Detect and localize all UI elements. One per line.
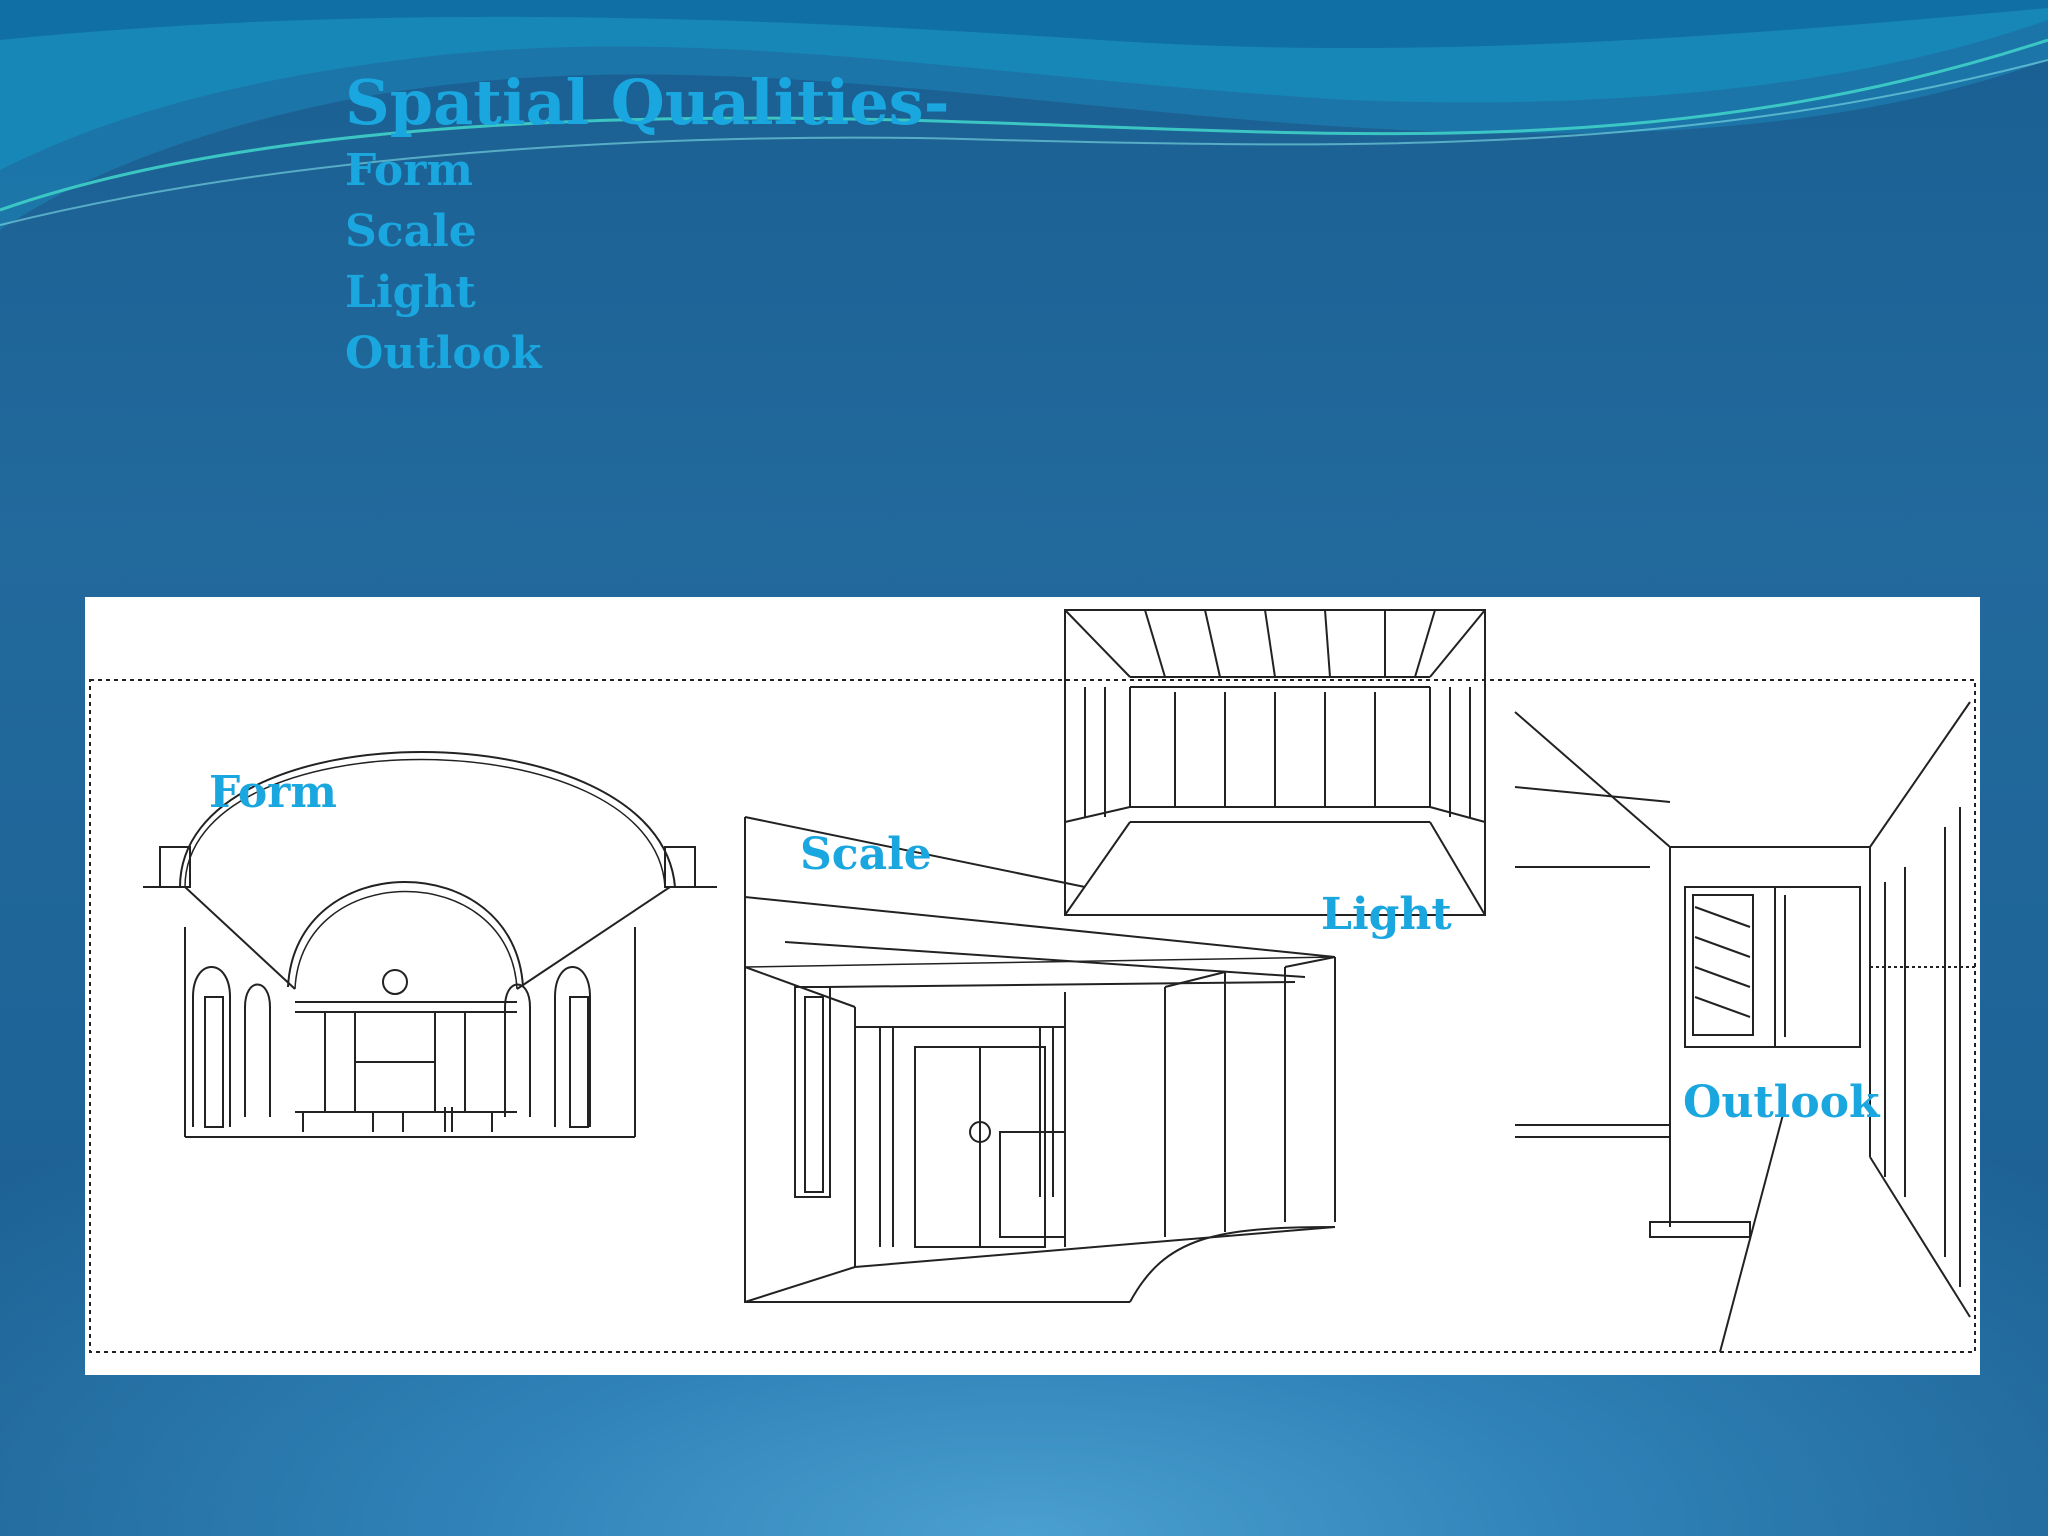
header-wave-decoration xyxy=(0,0,2048,230)
bullet-item-form: Form xyxy=(345,145,473,196)
bullet-item-scale: Scale xyxy=(345,206,477,257)
bullet-item-light: Light xyxy=(345,267,476,318)
slide-title: Spatial Qualities- xyxy=(345,66,950,139)
bullet-item-outlook: Outlook xyxy=(345,328,542,379)
sketch-panel: Form Scale Light Outlook xyxy=(85,597,1980,1375)
outlook-sketch xyxy=(1514,701,1975,1353)
scale-sketch xyxy=(744,816,1336,1303)
title-block: Spatial Qualities- Form Scale Light Outl… xyxy=(345,66,949,384)
architectural-sketches xyxy=(89,609,1976,1353)
label-light: Light xyxy=(1321,889,1452,940)
form-sketch xyxy=(143,751,717,1138)
label-form: Form xyxy=(209,767,337,818)
bullet-list: Form Scale Light Outlook xyxy=(345,140,949,384)
label-outlook: Outlook xyxy=(1683,1077,1880,1128)
light-sketch xyxy=(1064,609,1486,916)
label-scale: Scale xyxy=(800,829,932,880)
